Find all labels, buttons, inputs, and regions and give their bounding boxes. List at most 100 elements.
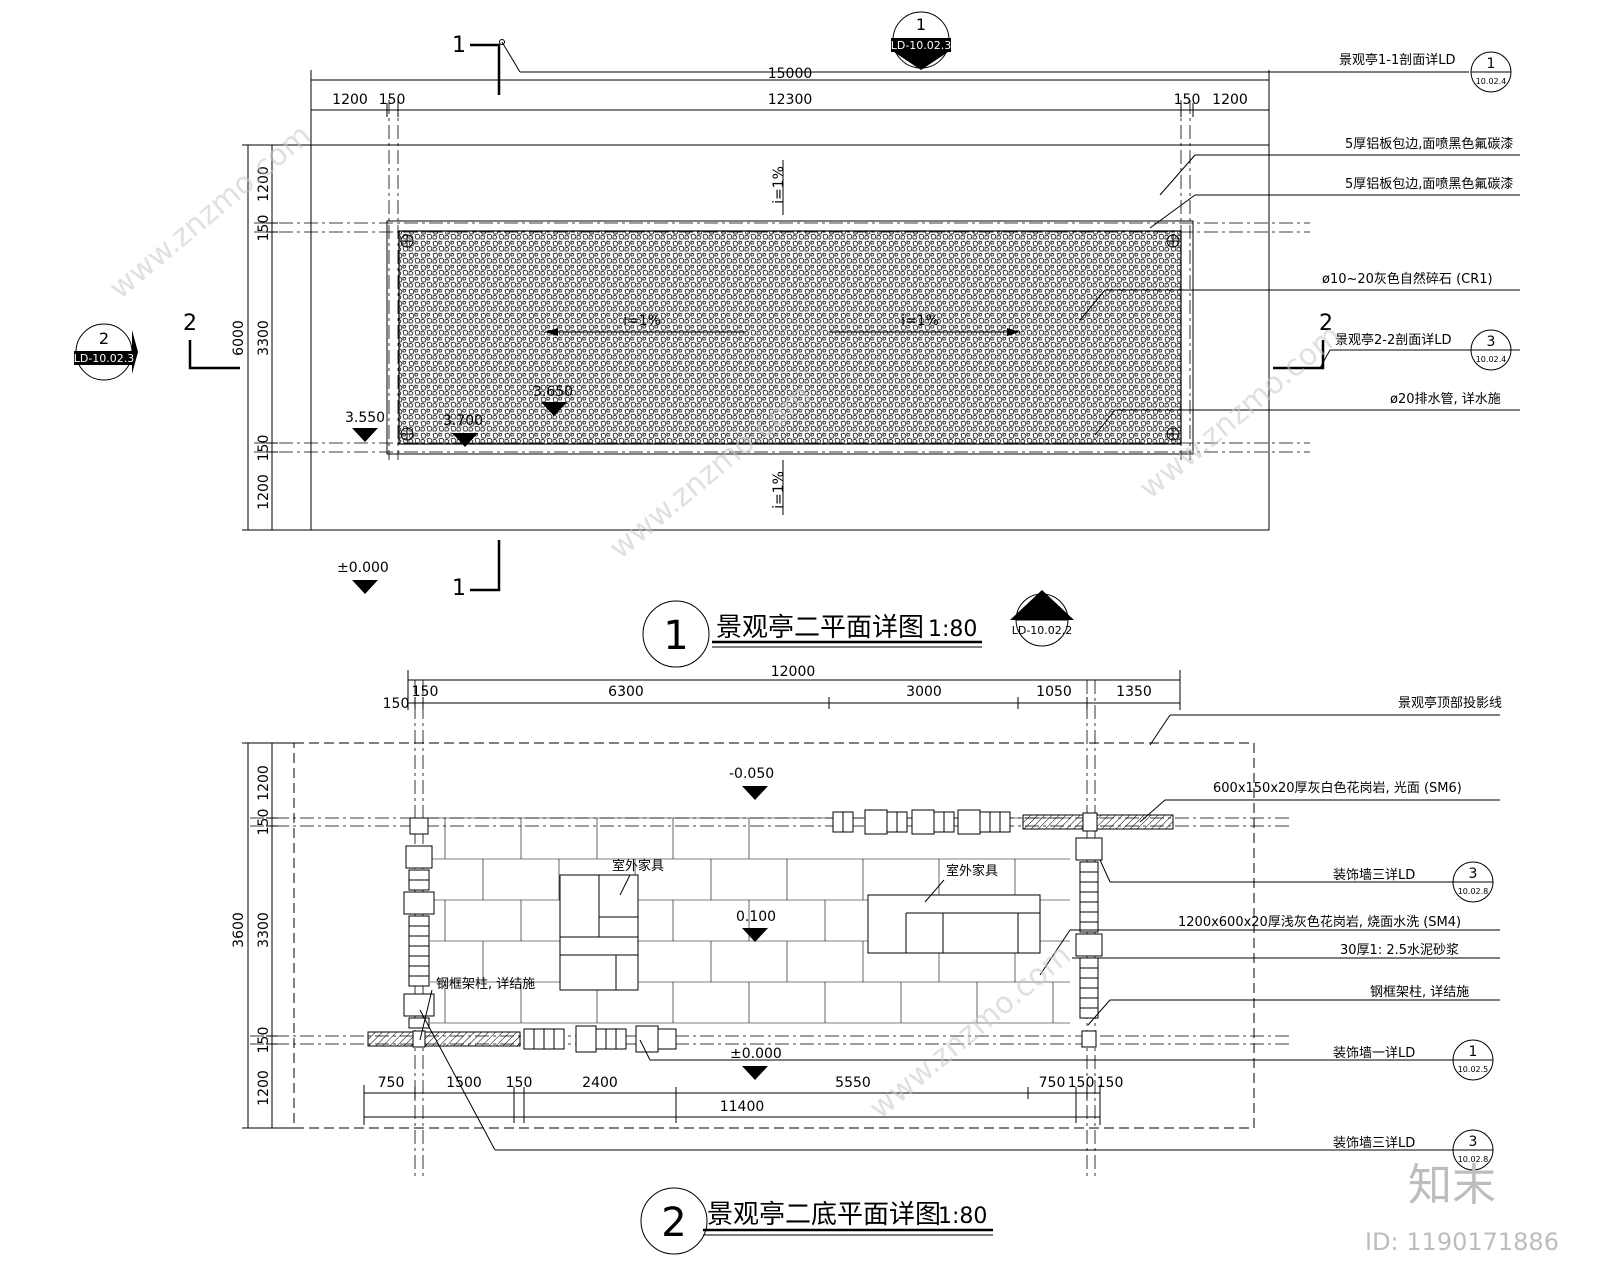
dims-top xyxy=(310,70,1270,145)
note-mortar: 30厚1: 2.5水泥砂浆 xyxy=(1340,943,1459,958)
tag-num: 1 xyxy=(1469,1044,1478,1060)
dim-left-3: 150 xyxy=(256,435,272,462)
note-wall-3-b: 装饰墙三详LD xyxy=(1333,1136,1415,1151)
title-scale: 1:80 xyxy=(928,617,977,642)
dim2-bottom-6: 150 xyxy=(1068,1075,1095,1091)
dim2-bottom-3: 2400 xyxy=(582,1075,618,1091)
note-aluminium-2: 5厚铝板包边,面喷黑色氟碳漆 xyxy=(1345,176,1513,192)
axis-lines xyxy=(254,100,1310,460)
dim-left-2: 3300 xyxy=(256,320,272,356)
plan2-notes-leaders xyxy=(639,714,1500,1061)
dim-top-1: 150 xyxy=(379,92,406,108)
tag-ref: 10.02.8 xyxy=(1458,1155,1489,1164)
dim2-bottom-2: 150 xyxy=(506,1075,533,1091)
dim2-left-4: 1200 xyxy=(256,1070,272,1106)
elevation-3700: 3.700 xyxy=(443,413,483,429)
title-scale: 1:80 xyxy=(938,1204,987,1229)
dim2-bottom-0: 750 xyxy=(378,1075,405,1091)
callout-plan1-top: 1 LD-10.02.3 xyxy=(891,11,952,70)
note-drain-pipe: ø20排水管, 详水施 xyxy=(1390,392,1501,407)
dim2-top-3: 3000 xyxy=(906,684,942,700)
section-1-top: 1 xyxy=(452,33,466,58)
wall-bottom-horizontal xyxy=(367,1025,677,1053)
dim2-top-total: 12000 xyxy=(771,664,816,680)
dim2-top-5: 1350 xyxy=(1116,684,1152,700)
roof-outline xyxy=(310,144,1270,531)
dim2-bottom-7: 150 xyxy=(1097,1075,1124,1091)
wall-right-vertical xyxy=(1075,837,1103,1048)
watermark-id: ID: 1190171886 xyxy=(1365,1228,1559,1256)
plan-1: 15000 1200 150 12300 150 1200 6000 1200 … xyxy=(74,11,1520,668)
drain-symbols xyxy=(400,234,1180,441)
dim2-left-3: 150 xyxy=(256,1027,272,1054)
dim2-left-1: 150 xyxy=(256,809,272,836)
note-tag-1: 1 10.02.4 xyxy=(1470,51,1512,93)
dim2-top-2: 6300 xyxy=(608,684,644,700)
plan-2: 室外家具 室外家具 xyxy=(231,590,1502,1255)
title-circle-num: 2 xyxy=(661,1200,686,1246)
callout-num: 2 xyxy=(1037,601,1047,620)
note-granite-sm6: 600x150x20厚灰白色花岗岩, 光面 (SM6) xyxy=(1213,780,1462,796)
callout-num: 1 xyxy=(916,15,926,34)
dim2-left-0: 1200 xyxy=(256,765,272,801)
tag-num: 1 xyxy=(1487,56,1496,72)
furniture-left xyxy=(559,874,639,991)
roof-projection xyxy=(293,742,1255,1129)
dim2-top-4: 1050 xyxy=(1036,684,1072,700)
note-wall-3-a: 装饰墙三详LD xyxy=(1333,868,1415,883)
dim-top-2: 12300 xyxy=(768,92,813,108)
tag-num: 3 xyxy=(1487,334,1496,350)
callout-ref: LD-10.02.3 xyxy=(891,39,952,52)
label-furniture-1: 室外家具 xyxy=(612,858,664,874)
gravel-area xyxy=(398,230,1182,445)
callout-plan2-top: 2 LD-10.02.2 xyxy=(1010,590,1074,647)
dim-left-0: 1200 xyxy=(256,166,272,202)
furniture-right xyxy=(867,894,1041,954)
dim-left-total: 6000 xyxy=(231,320,247,356)
note-tag-wall3-b: 3 10.02.8 xyxy=(1452,1129,1494,1171)
elevation-0000-2: ±0.000 xyxy=(730,1046,782,1062)
section-mark-2: 2 2 xyxy=(183,311,1333,370)
dim2-bottom-1: 1500 xyxy=(446,1075,482,1091)
callout-plan1-left: 2 LD-10.02.3 xyxy=(74,323,138,381)
elevation-markers: 3.550 3.700 3.650 ±0.000 xyxy=(337,384,573,594)
wall-top-horizontal xyxy=(832,809,1174,835)
tag-ref: 10.02.5 xyxy=(1458,1065,1489,1074)
slope-top: i=1% xyxy=(771,166,787,204)
dim-top-3: 150 xyxy=(1174,92,1201,108)
note-aluminium-1: 5厚铝板包边,面喷黑色氟碳漆 xyxy=(1345,136,1513,152)
dim2-bottom-total: 11400 xyxy=(720,1099,765,1115)
tag-ref: 10.02.4 xyxy=(1476,77,1507,86)
callout-num: 2 xyxy=(99,329,109,348)
dim2-bottom-5: 750 xyxy=(1039,1075,1066,1091)
watermark-logo: 知末 xyxy=(1408,1160,1496,1211)
note-tag-wall3-a: 3 10.02.8 xyxy=(1452,861,1494,903)
dims-top-2 xyxy=(407,670,1181,710)
dim2-bottom-4: 5550 xyxy=(835,1075,871,1091)
note-gravel: ø10~20灰色自然碎石 (CR1) xyxy=(1322,271,1493,287)
dim-top-0: 1200 xyxy=(332,92,368,108)
dim-top-total: 15000 xyxy=(768,66,813,82)
elevation-0000: ±0.000 xyxy=(337,560,389,576)
note-tag-2: 3 10.02.4 xyxy=(1470,329,1512,371)
callout-ref: LD-10.02.3 xyxy=(74,352,135,365)
elevation-markers-2: -0.050 0.100 ±0.000 xyxy=(729,766,782,1080)
slope-left: i=1% xyxy=(623,313,661,329)
dim-left-1: 150 xyxy=(256,215,272,242)
dims-left-2 xyxy=(242,742,294,1129)
dim2-left-2: 3300 xyxy=(256,912,272,948)
dims-bottom-2 xyxy=(363,1085,1101,1125)
title-text: 景观亭二底平面详图 xyxy=(707,1200,941,1230)
label-column: 钢框架柱, 详结施 xyxy=(436,977,535,992)
watermark-site: www.znzmo.com xyxy=(863,938,1078,1127)
tag-num: 3 xyxy=(1469,1134,1478,1150)
dims-left xyxy=(242,144,311,531)
tag-num: 3 xyxy=(1469,866,1478,882)
elevation-0100: 0.100 xyxy=(736,909,776,925)
note-wall-1: 装饰墙一详LD xyxy=(1333,1046,1415,1061)
section-mark-1: 1 1 xyxy=(452,33,1469,601)
dim-left-4: 1200 xyxy=(256,474,272,510)
slope-right: i=1% xyxy=(901,313,939,329)
dim-top-4: 1200 xyxy=(1212,92,1248,108)
plan2-title: 2 景观亭二底平面详图 1:80 xyxy=(640,1187,993,1255)
